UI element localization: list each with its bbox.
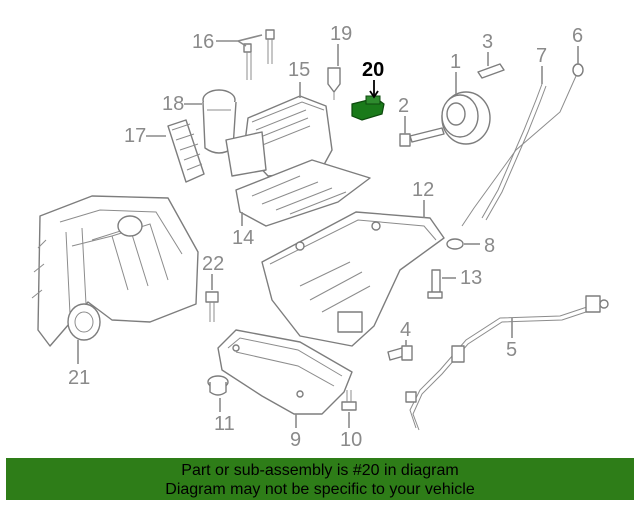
part-15-oil-cooler <box>243 95 333 177</box>
callout-10: 10 <box>340 412 362 451</box>
callout-3: 3 <box>482 31 493 66</box>
callout-7: 7 <box>536 45 547 84</box>
svg-text:8: 8 <box>484 235 495 257</box>
svg-text:3: 3 <box>482 31 493 53</box>
svg-text:2: 2 <box>398 95 409 117</box>
svg-text:7: 7 <box>536 45 547 67</box>
callout-11: 11 <box>214 398 235 435</box>
svg-text:20: 20 <box>362 59 384 81</box>
part-5-sensor-harness <box>405 295 609 431</box>
svg-text:14: 14 <box>232 227 254 249</box>
svg-text:16: 16 <box>192 31 214 53</box>
part-2-bolt <box>399 127 445 147</box>
part-21-intake-manifold <box>31 195 199 347</box>
callout-6: 6 <box>572 25 583 64</box>
part-16-bolts <box>243 29 275 80</box>
callout-1: 1 <box>450 51 461 94</box>
part-17-filter-element <box>167 119 205 183</box>
part-1-pulley <box>441 91 491 145</box>
callout-22: 22 <box>202 253 224 290</box>
part-19-sensor <box>327 67 341 100</box>
part-18-filter-housing <box>202 89 267 177</box>
svg-text:9: 9 <box>290 429 301 451</box>
svg-text:22: 22 <box>202 253 224 275</box>
part-13-stud <box>427 269 443 299</box>
callout-9: 9 <box>290 414 301 451</box>
part-12-oil-pan-upper <box>261 211 445 347</box>
part-9-lower-oil-pan <box>217 329 353 415</box>
parts-diagram: 16 19 20 15 18 <box>31 23 609 451</box>
callout-17: 17 <box>124 125 166 147</box>
callout-18: 18 <box>162 93 202 115</box>
svg-text:6: 6 <box>572 25 583 47</box>
part-4-bolt <box>387 345 413 361</box>
svg-text:18: 18 <box>162 93 184 115</box>
svg-text:1: 1 <box>450 51 461 73</box>
callout-5: 5 <box>506 318 517 361</box>
callout-8: 8 <box>464 235 495 257</box>
callout-19: 19 <box>330 23 352 66</box>
part-8-o-ring <box>446 238 464 250</box>
info-banner: Part or sub-assembly is #20 in diagram D… <box>6 458 634 500</box>
banner-line-2: Diagram may not be specific to your vehi… <box>165 481 475 498</box>
svg-text:11: 11 <box>214 413 235 435</box>
svg-text:17: 17 <box>124 125 146 147</box>
svg-text:10: 10 <box>340 429 362 451</box>
part-3-plate <box>477 63 505 79</box>
svg-text:5: 5 <box>506 339 517 361</box>
part-6-dipstick <box>461 63 584 227</box>
part-11-drain-plug <box>207 375 229 396</box>
banner-line-1: Part or sub-assembly is #20 in diagram <box>181 462 459 479</box>
callout-15: 15 <box>288 59 310 98</box>
svg-text:4: 4 <box>400 319 411 341</box>
callout-14: 14 <box>232 212 254 249</box>
svg-text:12: 12 <box>412 179 434 201</box>
callout-21: 21 <box>68 340 90 389</box>
svg-text:13: 13 <box>460 267 482 289</box>
callout-13: 13 <box>442 267 482 289</box>
svg-text:21: 21 <box>68 367 90 389</box>
callout-2: 2 <box>398 95 409 134</box>
svg-text:19: 19 <box>330 23 352 45</box>
callout-12: 12 <box>412 179 434 218</box>
callout-20: 20 <box>362 59 384 99</box>
svg-text:15: 15 <box>288 59 310 81</box>
callout-16: 16 <box>192 31 263 53</box>
part-10-bolt <box>341 390 357 411</box>
part-14-windage-tray <box>235 159 371 227</box>
part-22-bolt <box>205 291 219 322</box>
part-20-highlighted-sensor <box>351 95 385 121</box>
callout-4: 4 <box>400 319 411 346</box>
part-7-dipstick-tube <box>481 83 547 221</box>
